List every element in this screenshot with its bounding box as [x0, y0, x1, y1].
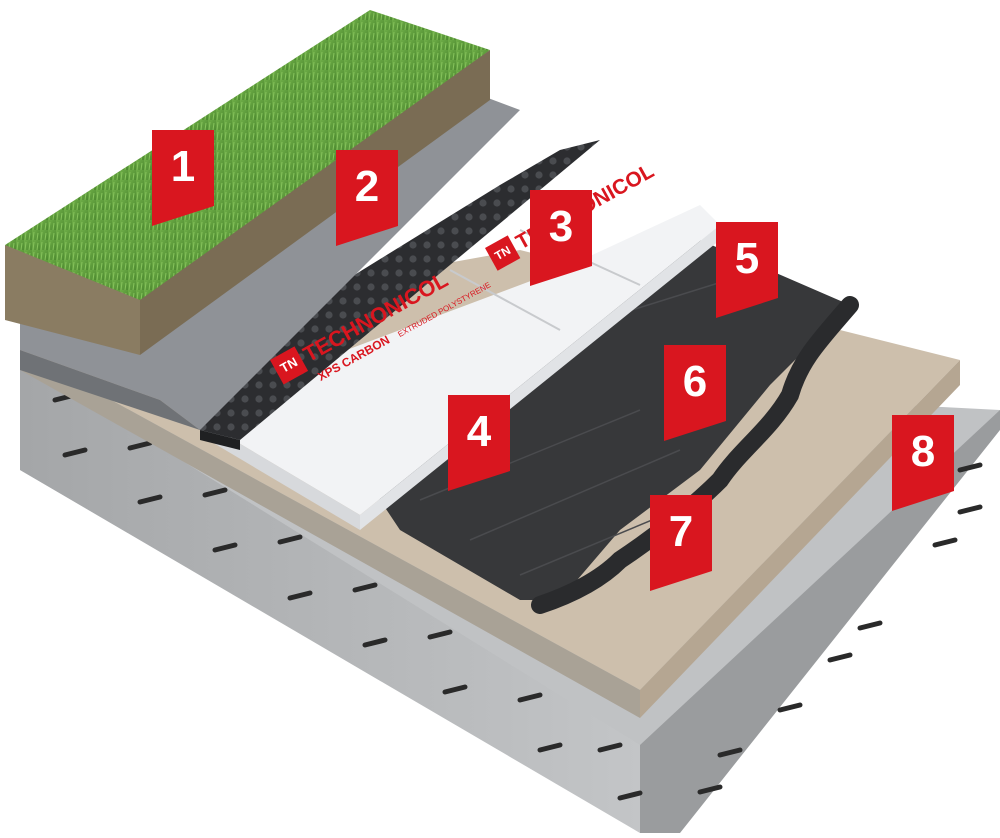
callout-number: 4 — [466, 407, 492, 456]
callout-marker-5: 5 — [716, 222, 778, 318]
callout-marker-1: 1 — [152, 130, 214, 226]
drainage-membrane — [160, 140, 600, 450]
callout-number: 1 — [170, 142, 196, 191]
callout-number: 8 — [910, 427, 936, 476]
callout-number: 6 — [682, 357, 708, 406]
callout-marker-7: 7 — [650, 495, 712, 591]
green-roof-soil-and-grass — [5, 10, 490, 355]
callout-marker-8: 8 — [892, 415, 954, 511]
callout-number: 3 — [548, 202, 574, 251]
callout-number: 7 — [668, 507, 694, 556]
callout-marker-4: 4 — [448, 395, 510, 491]
callout-marker-6: 6 — [664, 345, 726, 441]
callout-marker-2: 2 — [336, 150, 398, 246]
callout-number: 5 — [734, 234, 760, 283]
callout-marker-3: 3 — [530, 190, 592, 286]
callout-number: 2 — [354, 162, 380, 211]
rebar-ends — [52, 392, 983, 801]
